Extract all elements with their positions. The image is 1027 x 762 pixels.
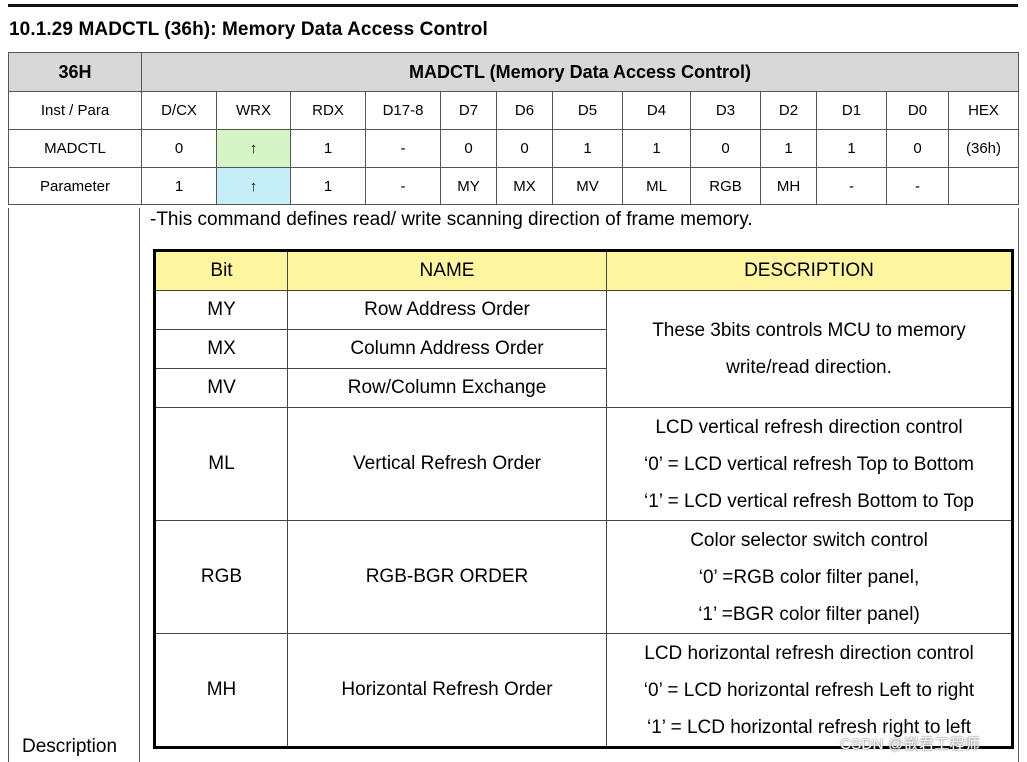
watermark-text: CSDN @嵌君工程师	[840, 736, 981, 753]
table-cell: 1	[290, 167, 366, 205]
register-header-row: 36H MADCTL (Memory Data Access Control)	[8, 52, 1019, 92]
description-cell: LCD vertical refresh direction control ‘…	[606, 407, 1013, 521]
description-line: write/read direction.	[726, 357, 892, 378]
table-cell: -	[365, 129, 441, 168]
name-cell: Row/Column Exchange	[287, 368, 607, 408]
description-label-cell	[8, 208, 140, 762]
description-line: ‘1’ = LCD vertical refresh Bottom to Top	[643, 490, 974, 512]
table-cell: 0	[496, 129, 553, 168]
bit-cell: MY	[154, 290, 288, 330]
bit-table-header-row: Bit NAME DESCRIPTION	[154, 250, 1013, 291]
table-cell: 1	[552, 129, 623, 168]
table-cell: 1	[141, 167, 217, 205]
bit-header: Bit	[154, 250, 288, 291]
section-heading: 10.1.29 MADCTL (36h): Memory Data Access…	[9, 19, 488, 40]
col-header: D7	[440, 91, 497, 130]
bit-cell: ML	[154, 407, 288, 521]
name-cell: Row Address Order	[287, 290, 607, 330]
col-header: HEX	[948, 91, 1019, 130]
col-header: D/CX	[141, 91, 217, 130]
col-header: D3	[690, 91, 761, 130]
wrx-up-arrow-icon: ↑	[216, 129, 291, 168]
table-cell: MADCTL	[8, 129, 142, 168]
description-header: DESCRIPTION	[606, 250, 1013, 291]
table-cell: 1	[622, 129, 691, 168]
table-cell: 1	[290, 129, 366, 168]
table-cell: 0	[690, 129, 761, 168]
table-cell: MY	[440, 167, 497, 205]
description-line: ‘1’ = LCD horizontal refresh right to le…	[646, 716, 972, 738]
description-line: ‘1’ =BGR color filter panel)	[698, 603, 920, 625]
table-cell: 1	[816, 129, 887, 168]
name-cell: Column Address Order	[287, 329, 607, 369]
table-row: MY Row Address Order These 3bits control…	[154, 290, 1013, 408]
table-cell: 0	[886, 129, 949, 168]
table-row: RGB RGB-BGR ORDER Color selector switch …	[154, 520, 1013, 634]
description-line: LCD vertical refresh direction control	[655, 416, 963, 438]
table-row: MV Row/Column Exchange	[154, 368, 1013, 408]
bit-cell: MV	[154, 368, 288, 408]
top-rule	[8, 4, 1018, 7]
register-code: 36H	[8, 52, 142, 92]
description-line: Color selector switch control	[690, 529, 928, 551]
col-header: D4	[622, 91, 691, 130]
table-cell: (36h)	[948, 129, 1019, 168]
table-cell: 0	[141, 129, 217, 168]
name-header: NAME	[287, 250, 607, 291]
table-cell: RGB	[690, 167, 761, 205]
madctl-row: MADCTL 0 ↑ 1 - 0 0 1 1 0 1 1 0 (36h)	[8, 129, 1019, 168]
description-label: Description	[22, 736, 118, 757]
table-cell: 1	[760, 129, 817, 168]
table-cell: -	[365, 167, 441, 205]
wrx-up-arrow-icon: ↑	[216, 167, 291, 205]
col-header: RDX	[290, 91, 366, 130]
name-cell: Vertical Refresh Order	[287, 407, 607, 521]
register-table: 36H MADCTL (Memory Data Access Control) …	[8, 52, 1019, 205]
register-title: MADCTL (Memory Data Access Control)	[141, 52, 1019, 92]
table-cell: Parameter	[8, 167, 142, 205]
col-header: WRX	[216, 91, 291, 130]
description-cell: Color selector switch control ‘0’ =RGB c…	[606, 520, 1013, 634]
col-header: D2	[760, 91, 817, 130]
table-row: ML Vertical Refresh Order LCD vertical r…	[154, 407, 1013, 521]
command-intro-text: -This command defines read/ write scanni…	[150, 209, 753, 230]
column-header-row: Inst / Para D/CX WRX RDX D17-8 D7 D6 D5 …	[8, 91, 1019, 130]
description-cell: LCD horizontal refresh direction control…	[606, 633, 1013, 748]
table-cell: ML	[622, 167, 691, 205]
bit-cell: RGB	[154, 520, 288, 634]
table-row: MH Horizontal Refresh Order LCD horizont…	[154, 633, 1013, 748]
col-header: D17-8	[365, 91, 441, 130]
table-cell: MH	[760, 167, 817, 205]
description-line: LCD horizontal refresh direction control	[644, 642, 974, 664]
bit-cell: MH	[154, 633, 288, 748]
table-cell: 0	[440, 129, 497, 168]
col-header: Inst / Para	[8, 91, 142, 130]
table-row: MX Column Address Order	[154, 329, 1013, 369]
description-line: These 3bits controls MCU to memory	[652, 320, 966, 341]
parameter-row: Parameter 1 ↑ 1 - MY MX MV ML RGB MH - -	[8, 167, 1019, 205]
col-header: D0	[886, 91, 949, 130]
name-cell: Horizontal Refresh Order	[287, 633, 607, 748]
table-cell: MV	[552, 167, 623, 205]
description-cell: These 3bits controls MCU to memory write…	[606, 290, 1013, 408]
description-line: ‘0’ =RGB color filter panel,	[698, 566, 920, 588]
bit-description-table: Bit NAME DESCRIPTION MY Row Address Orde…	[153, 249, 1014, 749]
name-cell: RGB-BGR ORDER	[287, 520, 607, 634]
description-right-border	[1018, 208, 1019, 762]
description-line: ‘0’ = LCD vertical refresh Top to Bottom	[643, 453, 974, 475]
description-line: ‘0’ = LCD horizontal refresh Left to rig…	[643, 679, 975, 701]
col-header: D5	[552, 91, 623, 130]
col-header: D1	[816, 91, 887, 130]
table-cell: -	[886, 167, 949, 205]
table-cell: -	[816, 167, 887, 205]
col-header: D6	[496, 91, 553, 130]
bit-cell: MX	[154, 329, 288, 369]
table-cell: MX	[496, 167, 553, 205]
table-cell	[948, 167, 1019, 205]
